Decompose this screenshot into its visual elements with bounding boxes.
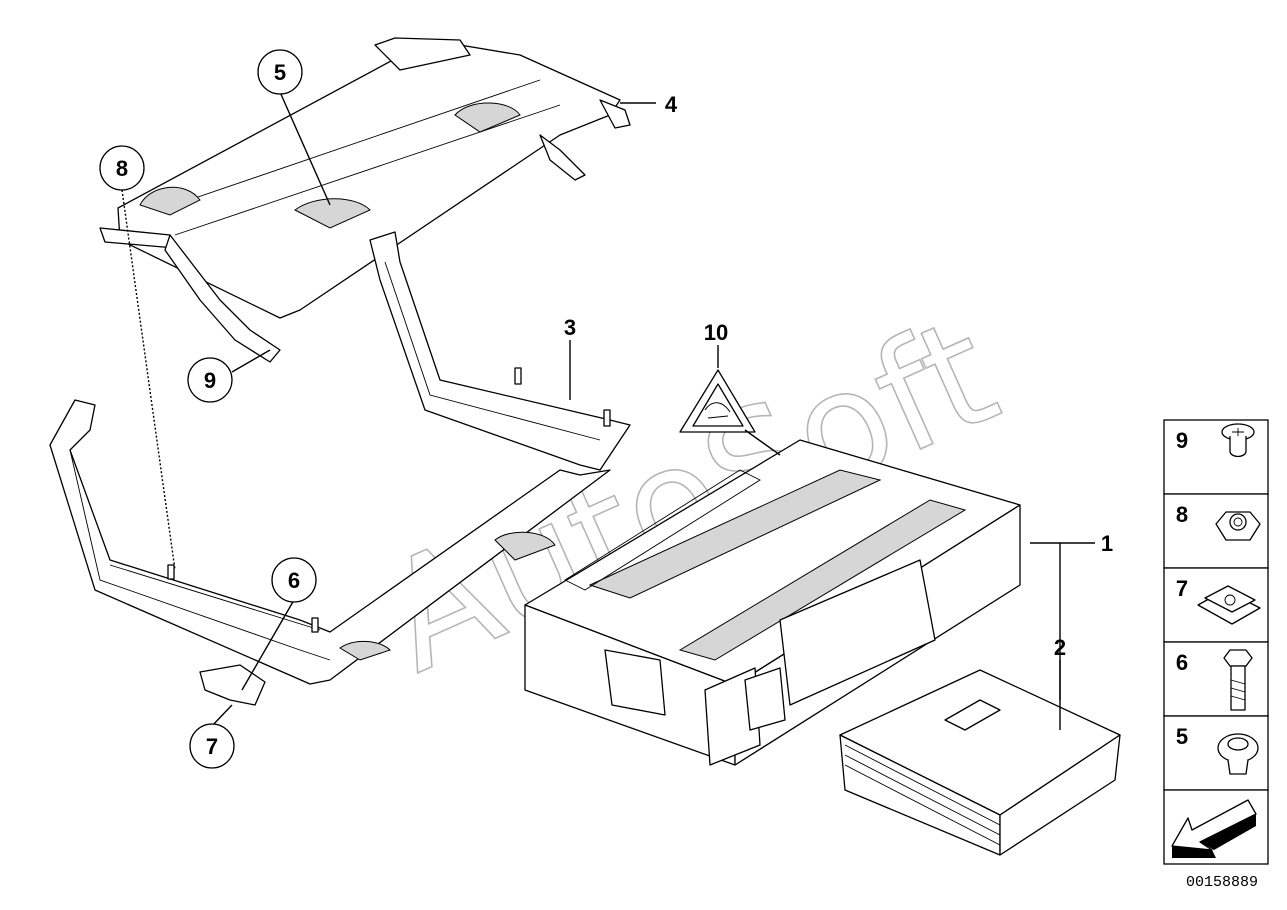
callout-10: 10	[704, 320, 728, 345]
svg-text:2: 2	[1054, 635, 1066, 660]
callout-1: 1	[1101, 531, 1113, 556]
callout-5: 5	[257, 49, 303, 95]
svg-text:1: 1	[1101, 531, 1113, 556]
svg-text:5: 5	[1176, 724, 1188, 749]
legend-panel: 9 8 7 6	[1163, 419, 1269, 865]
lower-bracket-left	[49, 399, 611, 706]
rubber-grommet-icon	[1217, 733, 1259, 775]
svg-text:5: 5	[274, 60, 286, 85]
screw-icon	[1221, 423, 1255, 458]
svg-text:3: 3	[564, 315, 576, 340]
legend-item-5: 5	[1176, 724, 1259, 775]
callout-4: 4	[665, 92, 678, 117]
clip-nut-icon	[1197, 585, 1261, 625]
callout-9: 9	[187, 357, 233, 403]
svg-text:8: 8	[116, 156, 128, 181]
lower-bracket-right	[369, 231, 631, 471]
callout-7: 7	[189, 723, 235, 769]
cd-changer	[524, 439, 1021, 766]
hex-nut-icon	[1215, 511, 1261, 541]
svg-text:7: 7	[1176, 576, 1188, 601]
svg-text:6: 6	[288, 568, 300, 593]
callout-2: 2	[1054, 635, 1066, 660]
upper-bracket	[99, 37, 631, 363]
direction-arrow-icon	[1171, 799, 1257, 858]
callout-8: 8	[99, 145, 145, 191]
legend-item-8: 8	[1176, 502, 1261, 541]
cd-magazine	[839, 669, 1121, 856]
callout-6: 6	[271, 557, 317, 603]
callout-3: 3	[564, 315, 576, 340]
leader-lines	[121, 91, 1095, 730]
warning-label	[679, 369, 756, 433]
svg-text:8: 8	[1176, 502, 1188, 527]
svg-text:4: 4	[665, 92, 678, 117]
svg-text:9: 9	[1176, 428, 1188, 453]
svg-text:7: 7	[206, 734, 218, 759]
legend-item-9: 9	[1176, 423, 1255, 458]
svg-text:6: 6	[1176, 650, 1188, 675]
hex-bolt-icon	[1223, 649, 1253, 711]
svg-text:9: 9	[204, 368, 216, 393]
legend-item-7: 7	[1176, 576, 1261, 625]
svg-text:10: 10	[704, 320, 728, 345]
legend-item-6: 6	[1176, 649, 1253, 711]
document-id: 00158889	[1186, 874, 1258, 891]
